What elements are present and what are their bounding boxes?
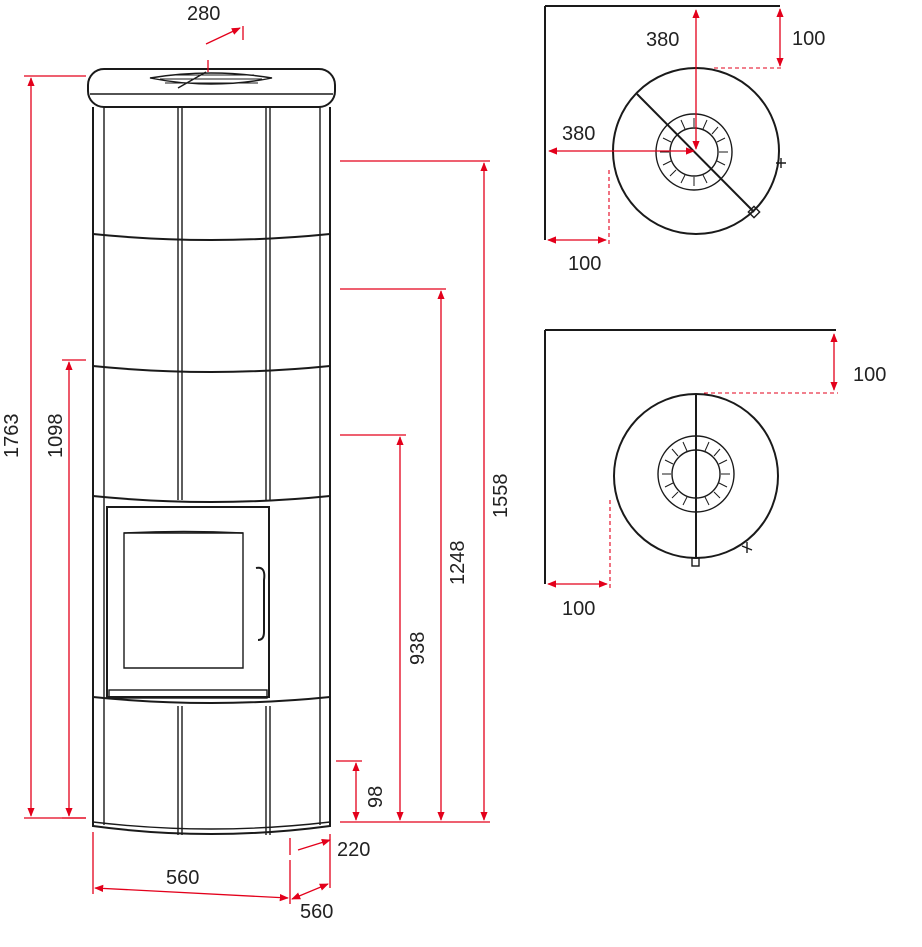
dim-wall-100-rear-label: 100 <box>853 364 886 386</box>
dim-width-side: 560 <box>291 834 333 923</box>
dim-air-inlet-label: 98 <box>365 786 387 808</box>
dim-base-depth-label: 220 <box>337 839 370 861</box>
dim-width-front-label: 560 <box>166 867 199 889</box>
dim-upper-connection-label: 1558 <box>490 474 512 519</box>
dim-wall-100-side: 100 <box>547 500 611 620</box>
dim-inlet-height-label: 1098 <box>45 414 67 459</box>
dim-wall-100-rear: 100 <box>704 333 886 394</box>
dim-base-depth: 220 <box>289 838 370 861</box>
dim-lower-connection-label: 938 <box>407 632 429 665</box>
dim-air-inlet: 98 <box>336 760 387 821</box>
dim-corner-380-x-label: 380 <box>562 123 595 145</box>
wall-installation-view <box>544 329 836 584</box>
dim-total-height: 1763 <box>1 75 86 819</box>
dim-upper-connection: 1558 <box>340 160 512 823</box>
dim-outlet-label: 280 <box>187 3 220 25</box>
dim-inlet-height: 1098 <box>45 359 86 819</box>
stove-door <box>106 506 270 699</box>
dim-wall-100-side-label: 100 <box>562 598 595 620</box>
grate-wall <box>662 440 730 508</box>
dim-corner-380-y: 380 <box>646 9 700 150</box>
dim-outlet: 280 <box>187 3 244 72</box>
dim-width-side-label: 560 <box>300 901 333 923</box>
dim-lower-connection: 938 <box>340 434 429 821</box>
dim-middle-connection: 1248 <box>340 288 469 821</box>
dim-corner-100-rear: 100 <box>714 8 825 69</box>
dim-corner-100-side-label: 100 <box>568 253 601 275</box>
dim-corner-380-y-label: 380 <box>646 29 679 51</box>
door-handle <box>255 566 266 641</box>
dim-middle-connection-label: 1248 <box>447 541 469 586</box>
dim-corner-100-side: 100 <box>547 170 610 275</box>
stove-front-view <box>87 68 336 835</box>
dim-total-height-label: 1763 <box>1 414 23 459</box>
dim-corner-100-rear-label: 100 <box>792 28 825 50</box>
dim-width-front: 560 <box>92 832 291 904</box>
dim-corner-380-x: 380 <box>548 123 695 155</box>
top-cap <box>87 68 336 108</box>
stove-body <box>92 107 331 835</box>
